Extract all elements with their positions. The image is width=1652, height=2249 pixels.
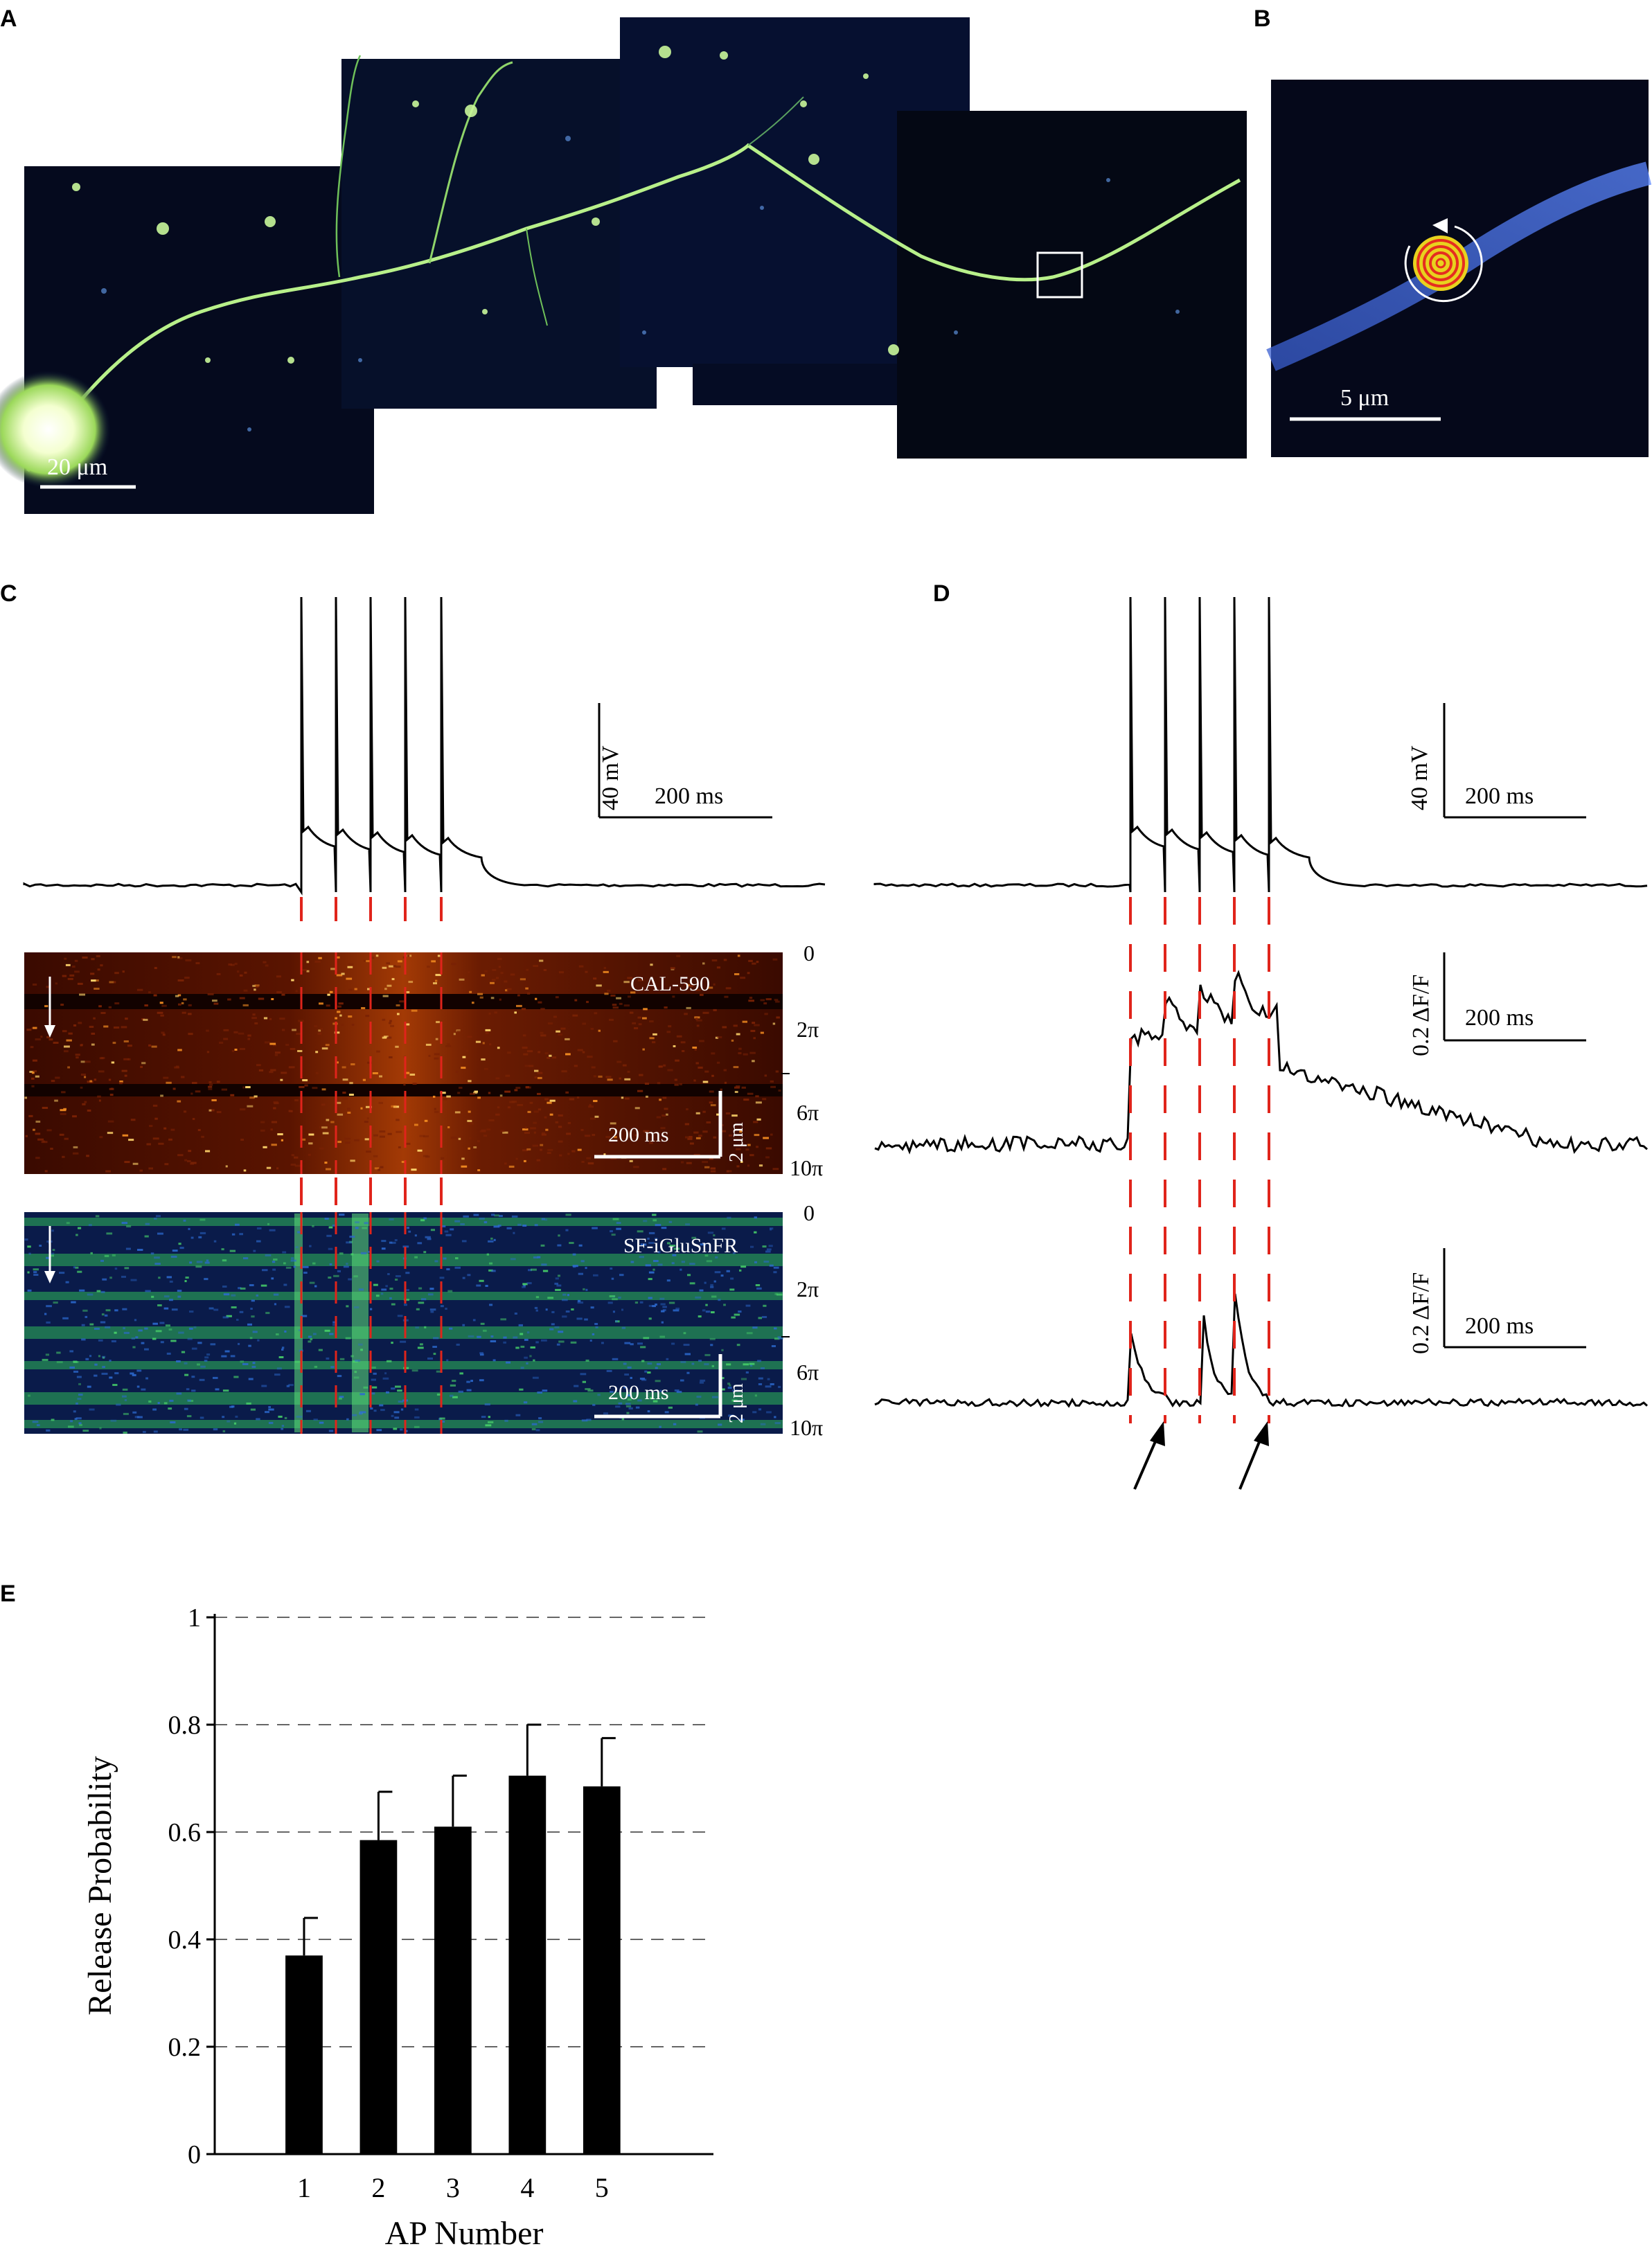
stim-markers-d [1129,897,1270,1423]
y-tick-label: 0 [188,2140,201,2169]
y-tick-label: 0.6 [168,1818,202,1847]
chart-bars [285,1723,621,2154]
y-axis-label: Release Probability [82,1756,118,2016]
failure-arrow-icon [1133,1421,1165,1490]
panel-label-b: B [1254,6,1271,32]
spiral-scan-icon [1404,218,1483,303]
hscale-d-label: 200 ms [1465,783,1534,809]
ap-trace-d [873,596,1648,893]
cal590-phase-axis: 0 2π 6π 10π [781,941,823,1180]
iglu-tick-2pi: 2π [797,1277,819,1301]
hscale-c-label: 200 ms [655,783,723,809]
y-tick-labels: 0 0.2 0.4 0.6 0.8 1 [168,1603,215,2169]
glutamate-trace-d [874,1293,1649,1408]
panel-c: 40 mV 200 ms CAL-590 200 ms 2 μm 0 2π 6π… [23,596,826,1440]
trace2-hscale: 200 ms [1465,1313,1534,1339]
bar [508,1775,547,2154]
vscale-d-label: 40 mV [1407,745,1432,810]
panel-label-c: C [0,580,17,607]
x-tick-label: 1 [297,2172,311,2203]
cal590-tick-2pi: 2π [797,1017,819,1042]
cal590-hscale: 200 ms [608,1123,669,1146]
cal590-vscale: 2 μm [726,1122,747,1162]
trace1-vscale: 0.2 ΔF/F [1408,975,1434,1056]
trace2-vscale: 0.2 ΔF/F [1408,1272,1434,1354]
x-axis-label: AP Number [385,2215,544,2249]
panel-label-e: E [0,1581,16,1607]
iglu-linescan: SF-iGluSnFR 200 ms 2 μm [24,1212,783,1434]
bar [285,1955,323,2154]
cal590-linescan: CAL-590 200 ms 2 μm [24,952,783,1174]
iglu-phase-axis: 0 2π 6π 10π [781,1200,823,1440]
x-tick-label: 5 [595,2172,609,2203]
iglu-hscale: 200 ms [608,1381,669,1404]
vscale-c-label: 40 mV [598,745,623,810]
stim-markers-c [300,897,443,1434]
roi-box [1036,251,1083,299]
scalebar-b-label: 5 μm [1340,385,1389,411]
failure-arrow-icon [1238,1421,1269,1490]
bar [583,1786,621,2154]
soma [0,371,111,488]
panel-b-micrograph: 5 μm [1266,80,1652,457]
panel-label-a: A [0,6,17,32]
bar [359,1840,398,2154]
iglu-tick-10pi: 10π [790,1415,823,1440]
iglu-name: SF-iGluSnFR [623,1234,738,1257]
arrow-down-icon [44,1271,55,1283]
y-tick-label: 1 [188,1603,201,1633]
cal590-tick-0: 0 [803,941,815,966]
dendrite [26,143,1241,472]
y-tick-label: 0.2 [168,2033,202,2062]
cal590-tick-10pi: 10π [790,1155,823,1180]
x-tick-label: 2 [371,2172,385,2203]
y-tick-label: 0.8 [168,1711,202,1740]
calcium-trace-d [874,970,1648,1155]
ap-trace-c [23,596,826,896]
panel-a-micrograph: 20 μm [0,17,1247,514]
iglu-vscale: 2 μm [726,1383,747,1423]
scalebar-a-label: 20 μm [47,454,107,480]
trace1-hscale: 200 ms [1465,1005,1534,1031]
release-probability-chart: 0 0.2 0.4 0.6 0.8 1 1 2 3 4 5 AP Number Release P… [82,1603,713,2249]
x-tick-label: 4 [520,2172,534,2203]
panel-label-d: D [933,580,950,607]
iglu-tick-6pi: 6π [797,1360,819,1385]
arrow-down-icon [44,1025,55,1038]
iglu-tick-0: 0 [803,1200,815,1225]
x-tick-label: 3 [446,2172,460,2203]
cal590-name: CAL-590 [630,972,710,995]
x-tick-labels: 1 2 3 4 5 [297,2172,609,2203]
panel-d: 40 mV 200 ms 0.2 ΔF/F 200 ms 0.2 ΔF/F 20… [873,596,1649,1490]
cal590-tick-6pi: 6π [797,1100,819,1125]
bar [434,1826,472,2154]
y-tick-label: 0.4 [168,1926,202,1955]
